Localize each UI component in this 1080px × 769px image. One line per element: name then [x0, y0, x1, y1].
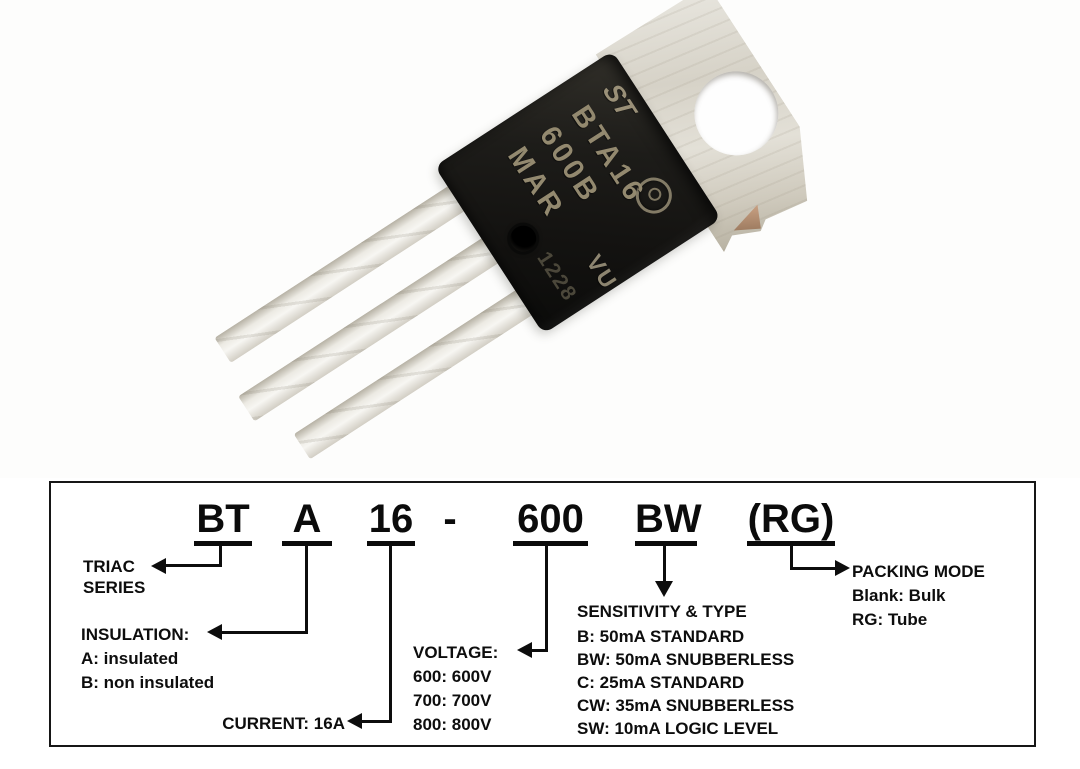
insulation-option-b: B: non insulated	[81, 673, 215, 692]
sensitivity-option-sw: SW: 10mA LOGIC LEVEL	[577, 719, 779, 738]
chip-side-code: VU	[581, 249, 623, 295]
sensitivity-title: SENSITIVITY & TYPE	[577, 602, 747, 621]
insulation-arrow-left-icon	[207, 624, 222, 640]
component-photo: ST BTA16 600B MAR VU 1228	[0, 0, 1080, 478]
packing-title: PACKING MODE	[852, 562, 985, 581]
voltage-connector-vertical	[545, 545, 548, 652]
mounting-hole	[678, 55, 794, 171]
part-numbering-diagram: BT A 16 - 600 BW (RG) TRIAC SERIES INSUL…	[49, 481, 1036, 747]
packing-option-rg: RG: Tube	[852, 610, 928, 629]
sensitivity-option-b: B: 50mA STANDARD	[577, 627, 745, 646]
voltage-title: VOLTAGE:	[413, 643, 499, 662]
sensitivity-connector-vertical	[663, 545, 666, 582]
triac-component: ST BTA16 600B MAR VU 1228	[193, 0, 847, 478]
voltage-connector-horizontal	[531, 649, 548, 652]
current-label: CURRENT: 16A	[222, 714, 345, 733]
segment-current: 16	[367, 499, 415, 546]
current-connector-vertical	[389, 545, 392, 723]
sensitivity-option-bw: BW: 50mA SNUBBERLESS	[577, 650, 795, 669]
tab-edge-burr	[729, 205, 769, 242]
voltage-option-600: 600: 600V	[413, 667, 492, 686]
sensitivity-arrow-down-icon	[655, 581, 673, 597]
insulation-connector-horizontal	[221, 631, 308, 634]
series-connector-horizontal	[165, 564, 222, 567]
segment-insulation: A	[282, 499, 332, 546]
packing-connector-horizontal	[790, 567, 836, 570]
insulation-connector-vertical	[305, 545, 308, 633]
packing-connector-vertical	[790, 545, 793, 570]
insulation-option-a: A: insulated	[81, 649, 179, 668]
voltage-arrow-left-icon	[517, 642, 532, 658]
series-label-line2: SERIES	[83, 578, 146, 597]
segment-series: BT	[194, 499, 252, 546]
current-arrow-left-icon	[347, 713, 362, 729]
chip-date-code: 1228	[532, 247, 582, 306]
packing-option-blank: Blank: Bulk	[852, 586, 946, 605]
segment-sensitivity: BW	[635, 499, 702, 546]
segment-packing: (RG)	[747, 499, 835, 546]
insulation-title: INSULATION:	[81, 625, 190, 644]
sensitivity-option-cw: CW: 35mA SNUBBERLESS	[577, 696, 795, 715]
packing-arrow-right-icon	[835, 560, 850, 576]
series-arrow-left-icon	[151, 558, 166, 574]
pin1-dot	[505, 220, 542, 257]
voltage-option-800: 800: 800V	[413, 715, 492, 734]
segment-voltage: 600	[513, 499, 588, 546]
sensitivity-option-c: C: 25mA STANDARD	[577, 673, 745, 692]
series-label-line1: TRIAC	[83, 557, 135, 576]
st-logo: ST	[596, 79, 643, 122]
series-connector-vertical	[219, 545, 222, 567]
voltage-option-700: 700: 700V	[413, 691, 492, 710]
current-connector-horizontal	[361, 720, 392, 723]
segment-dash: -	[443, 497, 457, 541]
